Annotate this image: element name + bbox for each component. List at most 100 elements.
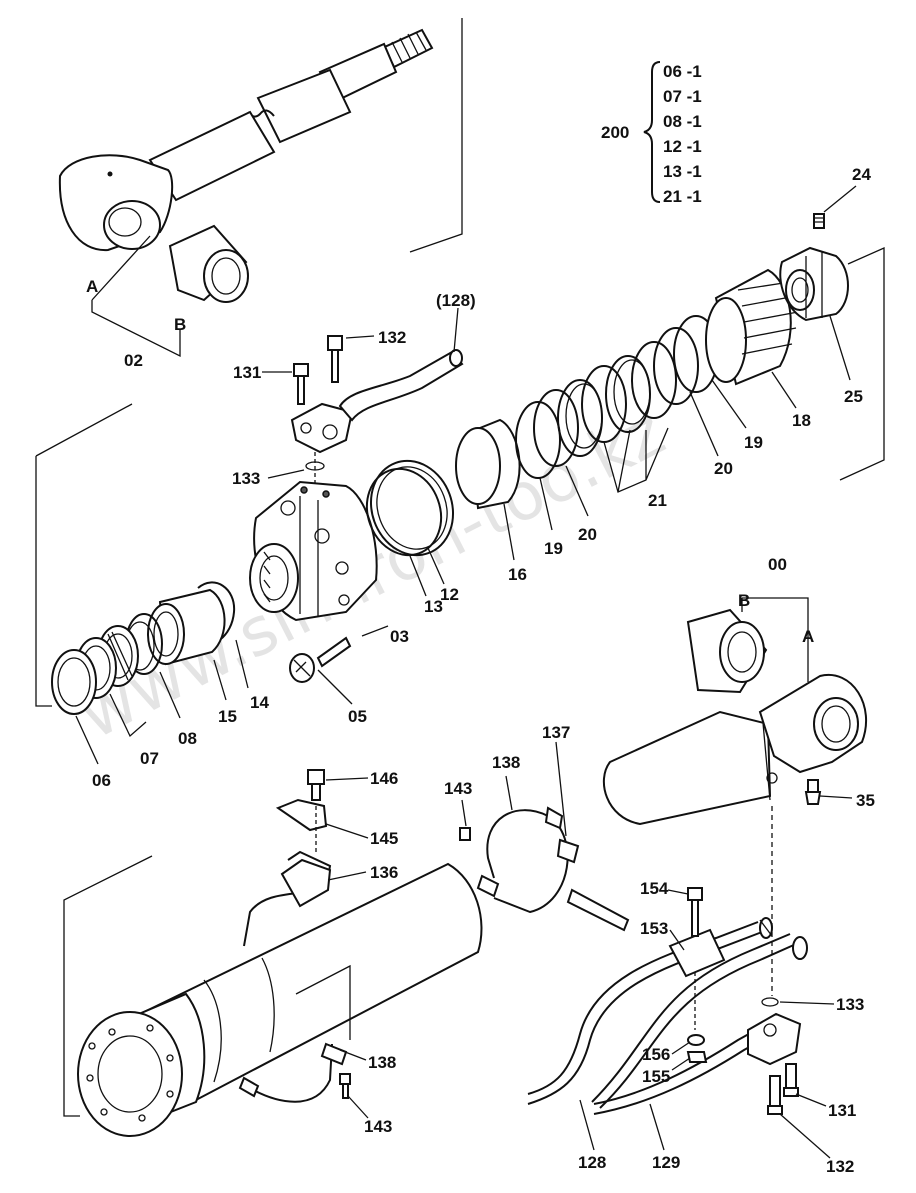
kit-item-5: 13 -1 bbox=[663, 162, 702, 181]
label-156: 156 bbox=[642, 1045, 670, 1064]
leader-133-bot bbox=[779, 1001, 835, 1005]
label-153: 153 bbox=[640, 919, 668, 938]
leader-19-l bbox=[539, 477, 553, 531]
clevis-bushing bbox=[686, 608, 768, 694]
label-133-top: 133 bbox=[232, 469, 260, 488]
leader-06 bbox=[75, 715, 99, 765]
piston-rod bbox=[58, 28, 434, 252]
leader-12 bbox=[427, 547, 445, 585]
label-131-top: 131 bbox=[233, 363, 261, 382]
leader-25 bbox=[829, 315, 851, 381]
leader-19-r bbox=[711, 379, 747, 429]
clamp-top bbox=[243, 769, 332, 947]
kit-item-2: 07 -1 bbox=[663, 87, 702, 106]
label-05: 05 bbox=[348, 707, 367, 726]
kit-item-3: 08 -1 bbox=[663, 112, 702, 131]
leader-05 bbox=[317, 669, 353, 705]
label-B-bottom: B bbox=[738, 591, 750, 610]
label-19-left: 19 bbox=[544, 539, 563, 558]
label-138-top: 138 bbox=[492, 753, 520, 772]
head-flange-top bbox=[290, 335, 464, 488]
leader-137 bbox=[555, 741, 567, 837]
leader-18 bbox=[771, 371, 797, 409]
grease-fitting-35 bbox=[804, 779, 822, 805]
label-131-bottom: 131 bbox=[828, 1101, 856, 1120]
leader-133-top bbox=[267, 469, 305, 479]
leader-145 bbox=[325, 823, 369, 839]
leader-129 bbox=[649, 1103, 665, 1151]
label-128-paren: (128) bbox=[436, 291, 476, 310]
nut-25 bbox=[779, 246, 849, 322]
leader-21 bbox=[603, 427, 669, 493]
label-16: 16 bbox=[508, 565, 527, 584]
label-B-top: B bbox=[174, 315, 186, 334]
leader-00 bbox=[741, 597, 809, 682]
label-143-top: 143 bbox=[444, 779, 472, 798]
label-07: 07 bbox=[140, 749, 159, 768]
label-12: 12 bbox=[440, 585, 459, 604]
pipes-bottom bbox=[527, 806, 808, 1115]
leader-128 bbox=[453, 307, 459, 353]
leader-156-155 bbox=[671, 1041, 691, 1071]
leader-14 bbox=[235, 639, 249, 689]
leader-136 bbox=[327, 871, 367, 881]
label-15: 15 bbox=[218, 707, 237, 726]
leader-02 bbox=[91, 235, 181, 358]
leader-35 bbox=[819, 795, 853, 799]
piston-18 bbox=[705, 268, 799, 386]
label-21: 21 bbox=[648, 491, 667, 510]
kit-label: 200 bbox=[601, 123, 629, 142]
leader-03 bbox=[361, 625, 389, 637]
label-06: 06 bbox=[92, 771, 111, 790]
leader-07 bbox=[109, 693, 147, 738]
leader-08 bbox=[159, 671, 181, 719]
ref-line-left bbox=[35, 403, 133, 707]
label-08: 08 bbox=[178, 729, 197, 748]
label-00: 00 bbox=[768, 555, 787, 574]
label-20-left: 20 bbox=[578, 525, 597, 544]
label-146: 146 bbox=[370, 769, 398, 788]
ref-line-bottom-left bbox=[63, 855, 153, 1117]
label-145: 145 bbox=[370, 829, 398, 848]
label-03: 03 bbox=[390, 627, 409, 646]
label-35: 35 bbox=[856, 791, 875, 810]
seal-group-left bbox=[51, 581, 236, 715]
setscrew-24 bbox=[813, 213, 825, 229]
cylinder-head bbox=[249, 480, 378, 622]
leader-138-top bbox=[505, 775, 513, 811]
bushing-16 bbox=[455, 418, 521, 510]
leader-146 bbox=[325, 777, 369, 781]
clamp-band-top bbox=[459, 806, 630, 932]
kit-item-4: 12 -1 bbox=[663, 137, 702, 156]
label-136: 136 bbox=[370, 863, 398, 882]
label-A-top: A bbox=[86, 277, 98, 296]
leader-154 bbox=[667, 889, 689, 895]
leader-143-top bbox=[461, 799, 467, 827]
kit-item-6: 21 -1 bbox=[663, 187, 702, 206]
label-18: 18 bbox=[792, 411, 811, 430]
bolt-05 bbox=[289, 636, 352, 683]
leader-138-bot bbox=[339, 1049, 367, 1061]
label-24: 24 bbox=[852, 165, 871, 184]
label-19-right: 19 bbox=[744, 433, 763, 452]
cylinder-tube-end bbox=[602, 673, 868, 826]
leader-153 bbox=[669, 929, 685, 951]
rings-12-13 bbox=[365, 459, 455, 557]
ref-line-bottom-mid bbox=[295, 964, 351, 1040]
leader-143-bot bbox=[347, 1095, 369, 1119]
label-137: 137 bbox=[542, 723, 570, 742]
label-25: 25 bbox=[844, 387, 863, 406]
label-155: 155 bbox=[642, 1067, 670, 1086]
label-02: 02 bbox=[124, 351, 143, 370]
leader-131-bot bbox=[795, 1093, 827, 1107]
leader-132-bot bbox=[779, 1113, 831, 1159]
ref-line-right bbox=[839, 246, 885, 481]
leader-15 bbox=[213, 659, 227, 701]
label-143-bottom: 143 bbox=[364, 1117, 392, 1136]
rod-bushing bbox=[168, 224, 249, 303]
label-138-bottom: 138 bbox=[368, 1053, 396, 1072]
leader-16 bbox=[503, 503, 515, 561]
leader-128-bot bbox=[579, 1099, 595, 1151]
ref-line-top bbox=[409, 18, 463, 253]
